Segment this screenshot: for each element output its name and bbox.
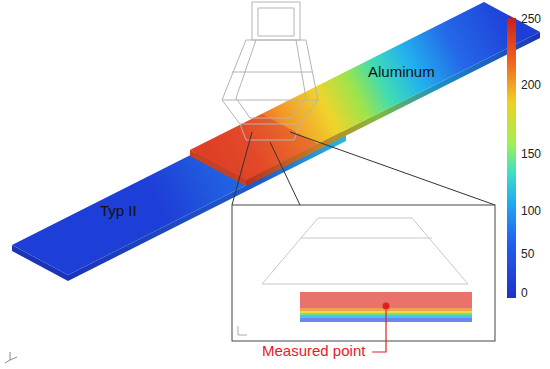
label-holder: Typ II [100,203,137,220]
label-holder: Measured point [262,343,365,360]
label-holder: 50 [521,248,534,261]
callout-label: Measured point [262,342,365,359]
scale-value: 50 [521,247,534,261]
measured-dot [383,303,390,310]
leader-line [372,310,386,352]
part-label: Typ II [100,202,137,219]
scale-value: 250 [521,12,541,26]
label-holder: 100 [521,205,541,218]
scale-value: 200 [521,78,541,92]
zoom-lines [232,132,495,205]
label-holder: 0 [521,287,528,300]
zoom-inset [232,205,495,352]
label-holder: 200 [521,79,541,92]
color-scale-bar [507,18,516,298]
scale-value: 0 [521,286,528,300]
tool-wireframe [222,2,318,140]
label-holder: Aluminum [368,64,435,81]
label-holder: 150 [521,148,541,161]
scale-value: 150 [521,147,541,161]
label-holder: 250 [521,13,541,26]
axis-triad [5,352,17,363]
scale-value: 100 [521,204,541,218]
part-label: Aluminum [368,63,435,80]
